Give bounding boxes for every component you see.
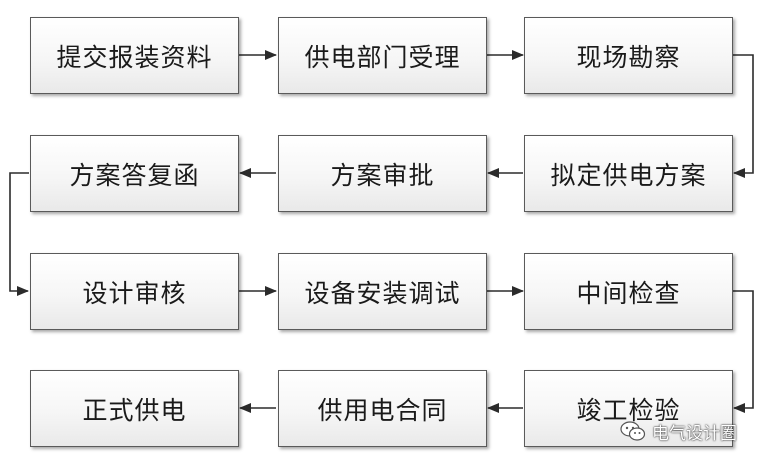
- step-plan-reply-letter: 方案答复函: [30, 135, 239, 212]
- step-design-review: 设计审核: [30, 253, 239, 330]
- step-plan-approval: 方案审批: [278, 135, 487, 212]
- step-site-survey: 现场勘察: [524, 17, 733, 94]
- arrow-step6-step7: [9, 172, 29, 296]
- watermark-text: 电气设计圈: [652, 423, 737, 444]
- watermark: 电气设计圈: [620, 418, 737, 444]
- step-utility-acceptance: 供电部门受理: [278, 17, 487, 94]
- step-equipment-install-commission: 设备安装调试: [278, 253, 487, 330]
- wechat-icon: [620, 421, 646, 441]
- arrow-step3-step4: [733, 54, 754, 178]
- step-formal-power-supply: 正式供电: [30, 370, 239, 447]
- step-supply-contract: 供用电合同: [278, 370, 487, 447]
- step-intermediate-inspection: 中间检查: [524, 253, 733, 330]
- step-draft-supply-plan: 拟定供电方案: [524, 135, 733, 212]
- step-submit-application: 提交报装资料: [30, 17, 239, 94]
- arrow-step9-step10: [733, 290, 754, 413]
